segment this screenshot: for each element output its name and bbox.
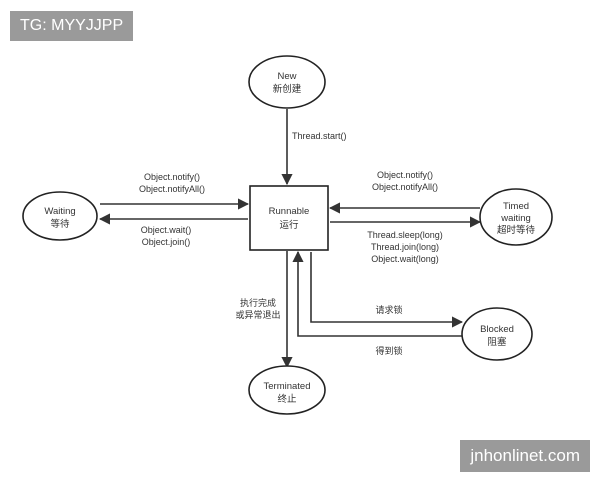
edge-runnable-to-blocked [310, 252, 464, 328]
state-runnable-label: Runnable [269, 206, 310, 217]
label-waiting-notifyall: Object.notifyAll() [139, 184, 205, 194]
label-timed-notifyall: Object.notifyAll() [372, 182, 438, 192]
state-blocked: Blocked 阻塞 [461, 307, 533, 361]
label-thread-start: Thread.start() [292, 131, 347, 141]
state-terminated: Terminated 终止 [248, 365, 326, 415]
label-object-wait: Object.wait() [141, 225, 192, 235]
label-request-lock: 请求锁 [375, 304, 402, 315]
label-execution-complete: 执行完成 [240, 297, 276, 308]
edge-blocked-to-runnable [292, 250, 464, 337]
label-object-join: Object.join() [142, 237, 191, 247]
state-timed-waiting: Timed waiting 超时等待 [479, 188, 553, 246]
state-runnable: Runnable 运行 [249, 185, 329, 251]
tg-watermark: TG: MYYJJPP [10, 11, 134, 41]
state-new-label: New [277, 71, 296, 82]
label-thread-sleep-long: Thread.sleep(long) [367, 230, 443, 240]
label-object-wait-long: Object.wait(long) [371, 254, 439, 264]
state-waiting-sublabel: 等待 [50, 218, 70, 230]
state-timed-waiting-label-2: waiting [500, 213, 531, 224]
state-new: New 新创建 [248, 55, 326, 109]
state-blocked-sublabel: 阻塞 [487, 336, 507, 348]
label-timed-notify: Object.notify() [377, 170, 433, 180]
label-waiting-notify: Object.notify() [144, 172, 200, 182]
state-blocked-label: Blocked [480, 324, 514, 335]
state-terminated-label: Terminated [264, 381, 311, 392]
label-thread-join-long: Thread.join(long) [371, 242, 439, 252]
state-timed-waiting-label: Timed [503, 201, 529, 212]
label-acquire-lock: 得到锁 [375, 345, 402, 356]
state-waiting-label: Waiting [44, 206, 75, 217]
state-terminated-sublabel: 终止 [277, 393, 297, 405]
label-exception-exit: 或异常退出 [235, 309, 280, 320]
state-runnable-sublabel: 运行 [279, 219, 299, 231]
state-waiting: Waiting 等待 [22, 191, 98, 241]
state-timed-waiting-sublabel: 超时等待 [497, 224, 536, 236]
site-watermark: jnhonlinet.com [460, 440, 590, 472]
state-new-sublabel: 新创建 [273, 83, 302, 95]
